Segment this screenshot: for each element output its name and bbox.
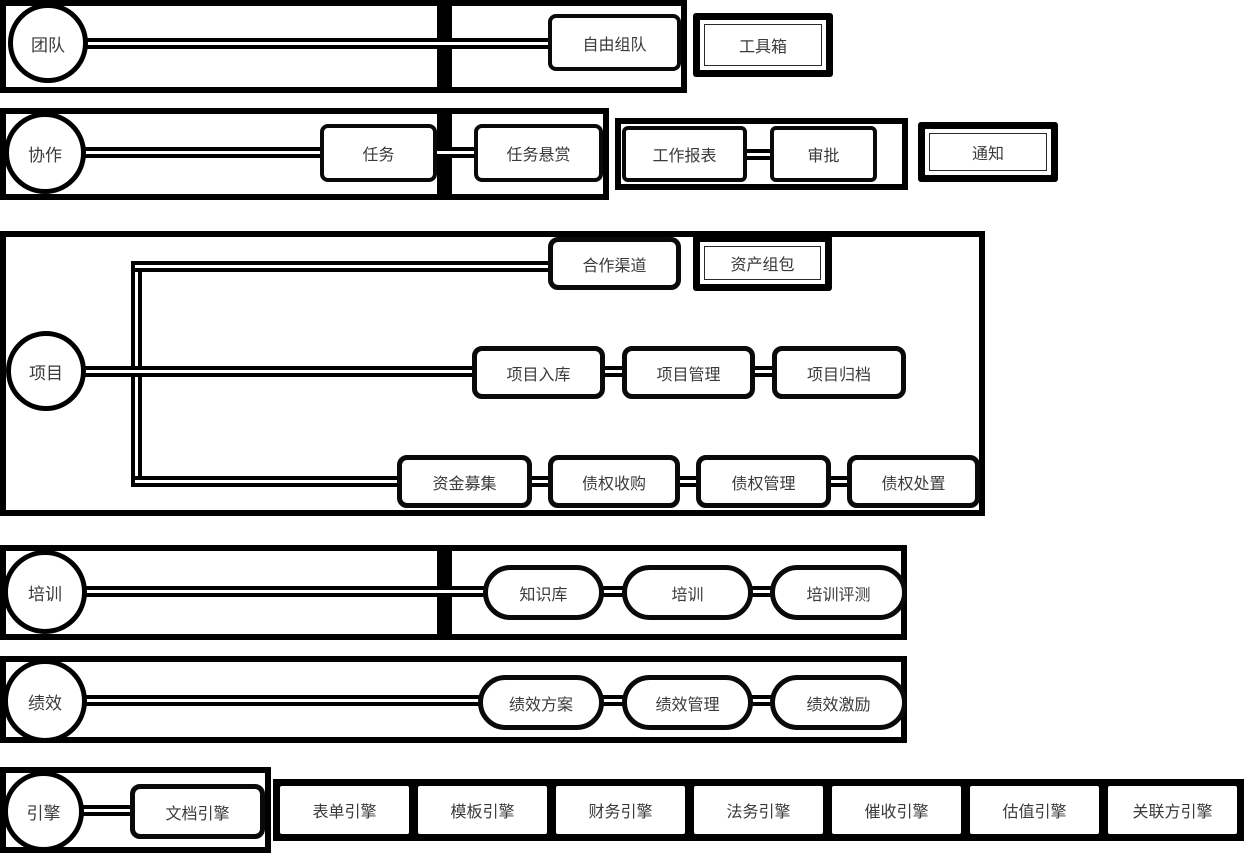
node-training-eval-label: 培训评测 xyxy=(806,586,871,604)
node-finance-engine[interactable]: 财务引擎 xyxy=(556,786,685,834)
node-project-mgmt[interactable]: 项目管理 xyxy=(622,346,755,399)
node-debt-mgmt-label: 债权管理 xyxy=(731,475,796,493)
node-task-bounty[interactable]: 任务悬赏 xyxy=(474,124,603,182)
node-training-label: 培训 xyxy=(671,586,704,604)
connector-perf-plan xyxy=(80,695,482,706)
node-asset-package-label: 资产组包 xyxy=(730,257,795,274)
node-doc-engine[interactable]: 文档引擎 xyxy=(130,784,265,839)
connector-training-kb xyxy=(80,586,490,597)
connector-intake-mgmt xyxy=(603,366,624,377)
connector-acquisition-mgmt xyxy=(678,476,698,487)
connector-mgmt-archive xyxy=(753,366,774,377)
node-fund-raising[interactable]: 资金募集 xyxy=(397,455,532,508)
connector-plan-mgmt xyxy=(602,695,624,706)
connector-collab-task xyxy=(80,147,330,158)
node-debt-disposal[interactable]: 债权处置 xyxy=(847,455,980,508)
node-form-engine-label: 表单引擎 xyxy=(312,804,377,821)
node-project-archive[interactable]: 项目归档 xyxy=(772,346,906,399)
node-perf-plan[interactable]: 绩效方案 xyxy=(478,675,604,730)
node-template-engine[interactable]: 模板引擎 xyxy=(418,786,547,834)
node-perf-incentive-label: 绩效激励 xyxy=(806,696,871,714)
node-approval-label: 审批 xyxy=(807,148,840,165)
connector-fund-acquisition xyxy=(530,476,550,487)
node-task[interactable]: 任务 xyxy=(320,124,437,182)
connector-task-bounty xyxy=(428,147,478,158)
node-doc-engine-label: 文档引擎 xyxy=(165,805,230,823)
node-toolbox-label: 工具箱 xyxy=(738,39,787,56)
node-project-archive-label: 项目归档 xyxy=(806,366,871,384)
connector-mgmt-disposal xyxy=(829,476,849,487)
connector-project-intake xyxy=(82,366,476,377)
connector-report-approval xyxy=(745,149,772,160)
node-valuation-engine-label: 估值引擎 xyxy=(1002,804,1067,821)
circle-engine-label: 引擎 xyxy=(26,804,61,823)
node-training-eval[interactable]: 培训评测 xyxy=(770,565,907,620)
node-knowledge-base[interactable]: 知识库 xyxy=(483,565,604,620)
node-fund-raising-label: 资金募集 xyxy=(432,475,497,493)
node-finance-engine-label: 财务引擎 xyxy=(588,804,653,821)
engine-strip: 表单引擎 模板引擎 财务引擎 法务引擎 催收引擎 估值引擎 关联方引擎 xyxy=(273,779,1244,841)
node-legal-engine-label: 法务引擎 xyxy=(726,804,791,821)
node-free-team-label: 自由组队 xyxy=(582,36,647,54)
node-coop-channel[interactable]: 合作渠道 xyxy=(548,237,681,290)
node-knowledge-base-label: 知识库 xyxy=(519,586,568,604)
node-notification-label: 通知 xyxy=(971,146,1004,163)
node-toolbox[interactable]: 工具箱 xyxy=(693,13,833,77)
circle-engine[interactable]: 引擎 xyxy=(3,771,84,852)
connector-engine-doc xyxy=(78,805,136,816)
node-perf-mgmt[interactable]: 绩效管理 xyxy=(622,675,753,730)
node-debt-mgmt[interactable]: 债权管理 xyxy=(696,455,831,508)
node-work-report-label: 工作报表 xyxy=(652,148,717,165)
node-coop-channel-label: 合作渠道 xyxy=(582,257,647,275)
node-debt-acquisition[interactable]: 债权收购 xyxy=(548,455,680,508)
node-free-team[interactable]: 自由组队 xyxy=(548,14,681,71)
node-perf-plan-label: 绩效方案 xyxy=(508,696,573,714)
connector-project-coop xyxy=(135,261,552,272)
circle-collab[interactable]: 协作 xyxy=(4,112,86,194)
circle-collab-label: 协作 xyxy=(28,145,62,165)
node-collection-engine[interactable]: 催收引擎 xyxy=(832,786,961,834)
node-project-intake-label: 项目入库 xyxy=(506,366,571,384)
node-related-party-engine[interactable]: 关联方引擎 xyxy=(1108,786,1237,834)
node-related-party-engine-label: 关联方引擎 xyxy=(1132,804,1213,821)
node-project-intake[interactable]: 项目入库 xyxy=(472,346,605,399)
node-legal-engine[interactable]: 法务引擎 xyxy=(694,786,823,834)
node-task-bounty-label: 任务悬赏 xyxy=(506,147,571,164)
node-collection-engine-label: 催收引擎 xyxy=(864,804,929,821)
circle-team-label: 团队 xyxy=(31,35,65,55)
node-perf-incentive[interactable]: 绩效激励 xyxy=(770,675,907,730)
node-project-mgmt-label: 项目管理 xyxy=(656,366,721,384)
node-work-report[interactable]: 工作报表 xyxy=(622,126,747,182)
node-template-engine-label: 模板引擎 xyxy=(450,804,515,821)
connector-training-eval xyxy=(751,586,772,597)
node-training[interactable]: 培训 xyxy=(622,565,753,620)
circle-project-label: 项目 xyxy=(29,363,63,383)
circle-training-label: 培训 xyxy=(28,584,62,604)
node-debt-acquisition-label: 债权收购 xyxy=(581,475,646,493)
node-task-label: 任务 xyxy=(362,147,395,164)
circle-team[interactable]: 团队 xyxy=(8,3,88,83)
node-debt-disposal-label: 债权处置 xyxy=(881,475,946,493)
circle-performance-label: 绩效 xyxy=(28,693,62,713)
node-perf-mgmt-label: 绩效管理 xyxy=(655,696,720,714)
node-approval[interactable]: 审批 xyxy=(770,126,877,182)
connector-team-freeteam xyxy=(78,38,556,49)
node-valuation-engine[interactable]: 估值引擎 xyxy=(970,786,1099,834)
node-notification[interactable]: 通知 xyxy=(918,122,1058,182)
node-form-engine[interactable]: 表单引擎 xyxy=(280,786,409,834)
node-asset-package[interactable]: 资产组包 xyxy=(693,235,832,291)
connector-mgmt-incentive xyxy=(751,695,772,706)
circle-performance[interactable]: 绩效 xyxy=(3,659,87,743)
circle-training[interactable]: 培训 xyxy=(3,550,87,634)
connector-kb-training xyxy=(602,586,624,597)
circle-project[interactable]: 项目 xyxy=(6,331,86,411)
connector-project-funding xyxy=(135,476,401,487)
